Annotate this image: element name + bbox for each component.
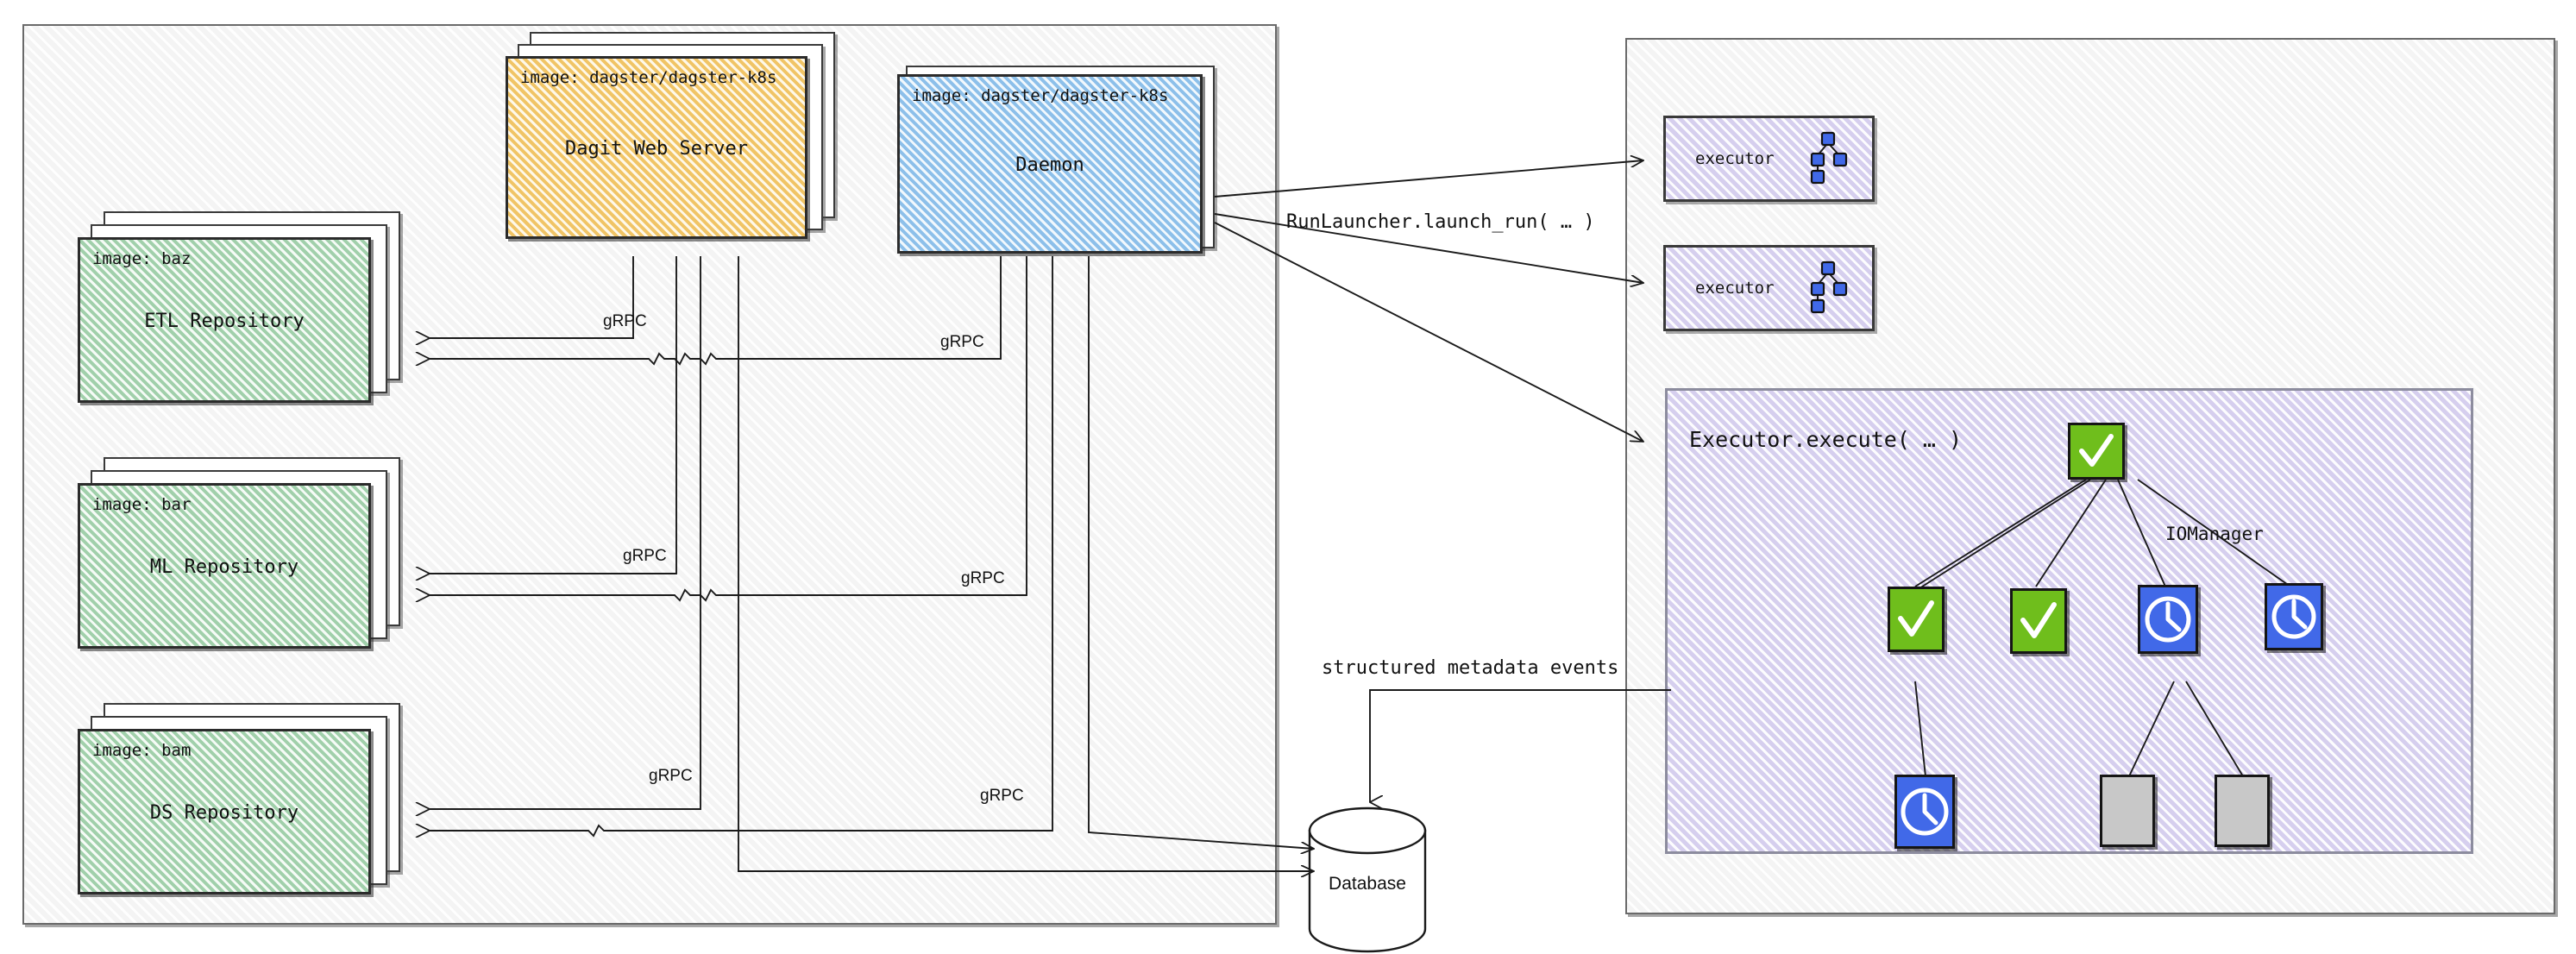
dag-node-d[interactable] bbox=[2265, 583, 2323, 650]
ml-image-label: image: bar bbox=[92, 495, 192, 514]
clock-icon bbox=[2271, 594, 2316, 639]
dag-node-g[interactable] bbox=[2215, 775, 2270, 847]
run-launcher-label: RunLauncher.launch_run( … ) bbox=[1286, 211, 1595, 233]
executor-execute-panel bbox=[1665, 388, 2473, 854]
executor-execute-title: Executor.execute( … ) bbox=[1689, 427, 1963, 452]
dag-node-f[interactable] bbox=[2100, 775, 2155, 847]
etl-repository-stack[interactable]: image: baz ETL Repository bbox=[78, 211, 405, 418]
check-icon bbox=[1898, 600, 1934, 637]
executor-box-2[interactable]: executor bbox=[1663, 245, 1875, 331]
ds-repository-box[interactable]: image: bam DS Repository bbox=[78, 729, 371, 894]
clock-icon bbox=[1901, 788, 1949, 836]
daemon-stack[interactable]: image: dagster/dagster-k8s Daemon bbox=[897, 66, 1220, 260]
executor-label-1: executor bbox=[1695, 149, 1775, 168]
grpc-label-6: gRPC bbox=[980, 787, 1024, 805]
dag-icon bbox=[1808, 259, 1850, 317]
check-icon bbox=[2079, 434, 2114, 467]
blank-icon bbox=[2217, 777, 2267, 844]
grpc-label-2: gRPC bbox=[940, 333, 984, 351]
dag-icon bbox=[1808, 129, 1850, 188]
etl-image-label: image: baz bbox=[92, 249, 192, 268]
ds-image-label: image: bam bbox=[92, 741, 192, 760]
iomanager-label: IOManager bbox=[2165, 524, 2264, 544]
dagit-web-server-stack[interactable]: image: dagster/dagster-k8s Dagit Web Ser… bbox=[506, 32, 835, 259]
blank-icon bbox=[2102, 777, 2152, 844]
dag-node-b[interactable] bbox=[2010, 588, 2067, 654]
ds-name-label: DS Repository bbox=[149, 802, 299, 824]
grpc-label-1: gRPC bbox=[603, 312, 647, 330]
daemon-name-label: Daemon bbox=[1015, 154, 1084, 176]
etl-repository-box[interactable]: image: baz ETL Repository bbox=[78, 237, 371, 403]
etl-name-label: ETL Repository bbox=[144, 311, 305, 332]
dag-node-a[interactable] bbox=[1888, 587, 1945, 652]
ml-repository-box[interactable]: image: bar ML Repository bbox=[78, 483, 371, 649]
dagit-web-server-box[interactable]: image: dagster/dagster-k8s Dagit Web Ser… bbox=[506, 56, 807, 239]
dag-node-c[interactable] bbox=[2138, 585, 2198, 654]
grpc-label-4: gRPC bbox=[961, 569, 1005, 587]
grpc-label-5: gRPC bbox=[649, 767, 693, 785]
executor-label-2: executor bbox=[1695, 279, 1775, 298]
cylinder-icon bbox=[1308, 807, 1427, 953]
structured-metadata-events-label: structured metadata events bbox=[1322, 657, 1619, 679]
dagit-image-label: image: dagster/dagster-k8s bbox=[520, 68, 777, 87]
executor-box-1[interactable]: executor bbox=[1663, 116, 1875, 202]
database-cylinder[interactable] bbox=[1303, 807, 1432, 954]
dag-node-root[interactable] bbox=[2068, 423, 2125, 480]
check-icon bbox=[2020, 602, 2057, 638]
clock-icon bbox=[2145, 596, 2191, 643]
ds-repository-stack[interactable]: image: bam DS Repository bbox=[78, 703, 405, 910]
database-label: Database bbox=[1329, 874, 1406, 894]
daemon-box[interactable]: image: dagster/dagster-k8s Daemon bbox=[897, 74, 1203, 254]
dagit-name-label: Dagit Web Server bbox=[565, 138, 748, 160]
ml-repository-stack[interactable]: image: bar ML Repository bbox=[78, 457, 405, 664]
grpc-label-3: gRPC bbox=[623, 547, 667, 565]
daemon-image-label: image: dagster/dagster-k8s bbox=[912, 86, 1169, 105]
ml-name-label: ML Repository bbox=[149, 556, 299, 578]
dag-node-e[interactable] bbox=[1894, 775, 1955, 849]
